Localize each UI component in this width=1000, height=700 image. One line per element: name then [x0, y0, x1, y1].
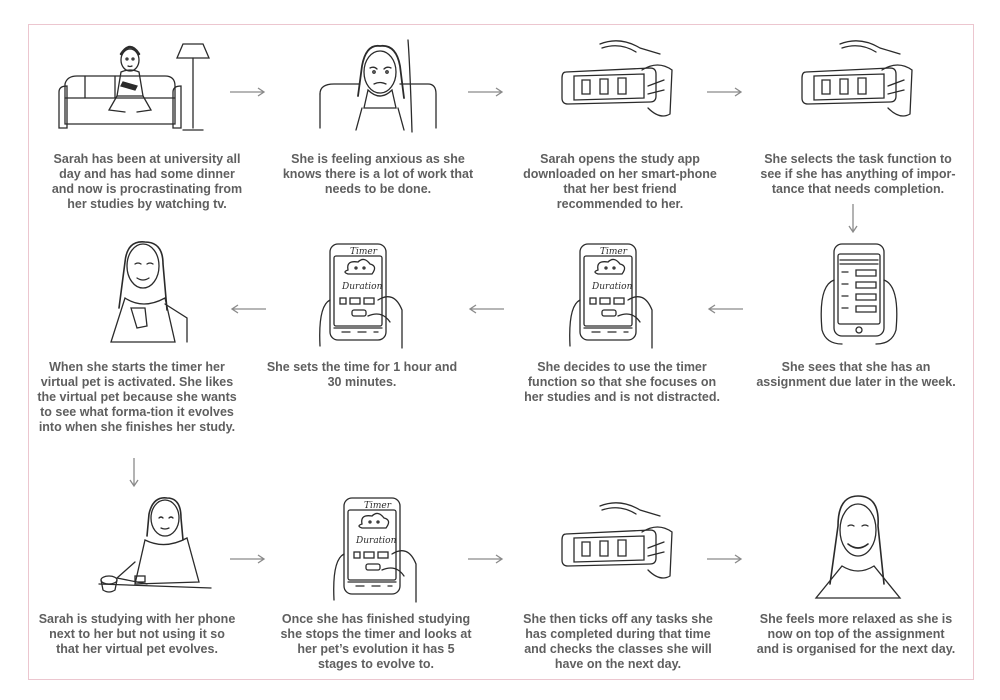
panel-1-caption: Sarah has been at university all day and… — [51, 152, 243, 211]
phone-screen-title: Timer — [364, 501, 392, 511]
sketch-timer-screen-3: Timer Duration — [332, 494, 422, 604]
panel-2-caption: She is feeling anxious as she knows ther… — [282, 152, 474, 196]
arrow-8-to-9 — [128, 456, 140, 490]
storyboard-frame — [28, 24, 974, 680]
phone-screen-duration-label: Duration — [342, 282, 383, 292]
panel-10-caption: Once she has finished studying she stops… — [280, 612, 472, 671]
panel-5-caption: She sees that she has an assignment due … — [756, 360, 956, 389]
arrow-10-to-11 — [466, 553, 506, 565]
phone-screen-title: Timer — [350, 247, 378, 257]
arrow-11-to-12 — [705, 553, 745, 565]
phone-screen-duration-label: Duration — [592, 282, 633, 292]
sketch-sarah-on-sofa — [55, 36, 210, 136]
panel-8-caption: When she starts the timer her virtual pe… — [37, 360, 237, 434]
sketch-sarah-anxious — [300, 36, 450, 136]
sketch-phone-in-hand-1 — [560, 34, 680, 134]
arrow-1-to-2 — [228, 86, 268, 98]
arrow-6-to-7 — [466, 303, 506, 315]
panel-9-caption: Sarah is studying with her phone next to… — [38, 612, 236, 656]
panel-6-caption: She decides to use the timer function so… — [524, 360, 720, 404]
panel-4-caption: She selects the task function to see if … — [760, 152, 956, 196]
phone-screen-title: Timer — [600, 247, 628, 257]
arrow-3-to-4 — [705, 86, 745, 98]
panel-11-caption: She then ticks off any tasks she has com… — [523, 612, 713, 671]
panel-3-caption: Sarah opens the study app downloaded on … — [523, 152, 717, 211]
sketch-phone-in-hand-2 — [800, 34, 920, 134]
sketch-timer-screen-1: Timer Duration — [318, 240, 408, 350]
sketch-timer-screen-2: Timer Duration — [568, 240, 658, 350]
sketch-sarah-relaxed — [808, 490, 908, 602]
sketch-task-list-phone — [812, 240, 902, 350]
arrow-5-to-6 — [705, 303, 745, 315]
panel-7-caption: She sets the time for 1 hour and 30 minu… — [266, 360, 458, 389]
arrow-2-to-3 — [466, 86, 506, 98]
arrow-7-to-8 — [228, 303, 268, 315]
phone-screen-duration-label: Duration — [356, 536, 397, 546]
sketch-sarah-studying — [95, 492, 215, 602]
arrow-9-to-10 — [228, 553, 268, 565]
arrow-4-to-5 — [847, 202, 859, 236]
panel-12-caption: She feels more relaxed as she is now on … — [756, 612, 956, 656]
sketch-sarah-with-phone — [95, 236, 195, 346]
sketch-phone-in-hand-3 — [560, 496, 680, 596]
